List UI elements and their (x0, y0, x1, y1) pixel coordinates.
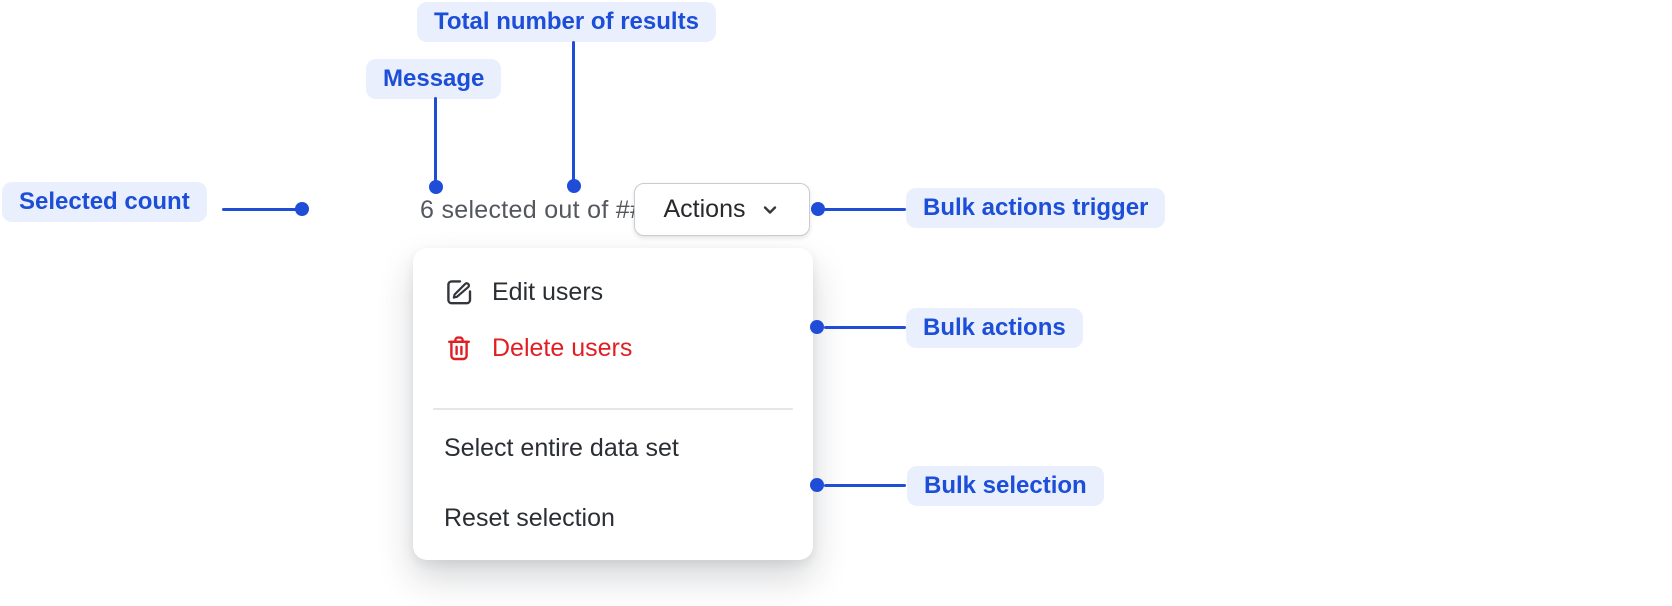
menu-item-label: Reset selection (444, 503, 615, 532)
actions-button-label: Actions (663, 195, 746, 223)
connector-dot (295, 202, 309, 216)
selected-count-message: 6 selected out of ### (420, 196, 659, 224)
connector-line (222, 208, 298, 211)
edit-icon (444, 277, 474, 307)
chevron-down-icon (760, 200, 780, 220)
annotation-message: Message (366, 59, 502, 99)
bulk-actions-menu: Edit users Delete users Select entire da… (413, 248, 813, 560)
trash-icon (444, 333, 474, 363)
menu-item-label: Delete users (492, 333, 633, 362)
annotation-bulk-selection: Bulk selection (907, 466, 1104, 506)
connector-line (824, 208, 906, 211)
annotation-bulk-actions: Bulk actions (906, 308, 1083, 348)
menu-item-label: Select entire data set (444, 433, 679, 462)
connector-dot (810, 478, 824, 492)
menu-item-reset-selection[interactable]: Reset selection (444, 490, 799, 546)
annotation-bulk-actions-trigger: Bulk actions trigger (906, 188, 1166, 228)
connector-line (824, 484, 906, 487)
connector-line (572, 41, 575, 181)
connector-line (434, 97, 437, 182)
annotation-selected-count: Selected count (2, 182, 207, 222)
annotation-total-number-of-results: Total number of results (417, 2, 716, 42)
connector-dot (811, 202, 825, 216)
connector-line (824, 326, 906, 329)
menu-item-delete-users[interactable]: Delete users (444, 320, 799, 376)
connector-dot (810, 320, 824, 334)
bulk-actions-trigger-button[interactable]: Actions (634, 183, 810, 236)
menu-item-select-entire-data-set[interactable]: Select entire data set (444, 420, 799, 476)
connector-dot (429, 180, 443, 194)
menu-item-edit-users[interactable]: Edit users (444, 264, 799, 320)
menu-divider (433, 408, 793, 410)
menu-item-label: Edit users (492, 277, 604, 306)
connector-dot (567, 179, 581, 193)
